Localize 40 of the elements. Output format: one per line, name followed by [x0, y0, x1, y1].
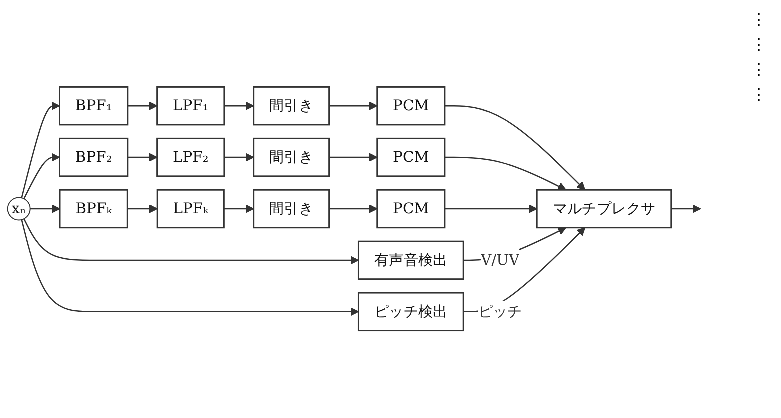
arrow	[24, 153, 60, 200]
node-box: 間引き	[253, 189, 330, 229]
node-box: BPF₂	[59, 138, 129, 178]
node-box: 間引き	[253, 86, 330, 126]
edge-label: ピッチ	[478, 302, 522, 320]
arrow	[224, 153, 254, 162]
node-box: BPFₖ	[59, 189, 128, 229]
arrow	[444, 156, 567, 191]
arrow	[21, 102, 60, 198]
ellipsis-mark: ⋮	[751, 60, 767, 79]
arrow	[329, 153, 378, 162]
node-box: PCM	[376, 86, 446, 126]
arrow	[329, 102, 378, 110]
node-box: LPF₂	[156, 138, 226, 178]
arrow	[444, 105, 586, 191]
arrow	[128, 102, 158, 110]
node-circle: xₙ	[7, 197, 31, 221]
arrow	[24, 218, 360, 265]
node-box: BPF₁	[59, 86, 129, 126]
arrow	[329, 204, 378, 214]
arrow	[224, 204, 254, 214]
ellipsis-mark: ⋮	[751, 85, 767, 104]
node-box: LPFₖ	[156, 189, 225, 229]
arrow	[444, 204, 538, 214]
arrow	[128, 153, 158, 162]
arrow	[128, 204, 158, 214]
ellipsis-mark: ⋮	[751, 10, 767, 29]
arrow	[30, 204, 60, 214]
ellipsis-mark: ⋮	[751, 35, 767, 54]
node-box: PCM	[376, 189, 446, 229]
arrow	[671, 204, 702, 214]
edge-label: V/UV	[481, 251, 520, 270]
node-box: PCM	[376, 138, 446, 178]
node-box: マルチプレクサ	[536, 189, 672, 229]
node-box: LPF₁	[156, 86, 226, 126]
arrow	[224, 102, 254, 110]
node-box: 有声音検出	[358, 240, 464, 280]
arrow	[21, 220, 360, 316]
node-box: 間引き	[253, 138, 330, 178]
node-box: ピッチ検出	[358, 292, 464, 332]
